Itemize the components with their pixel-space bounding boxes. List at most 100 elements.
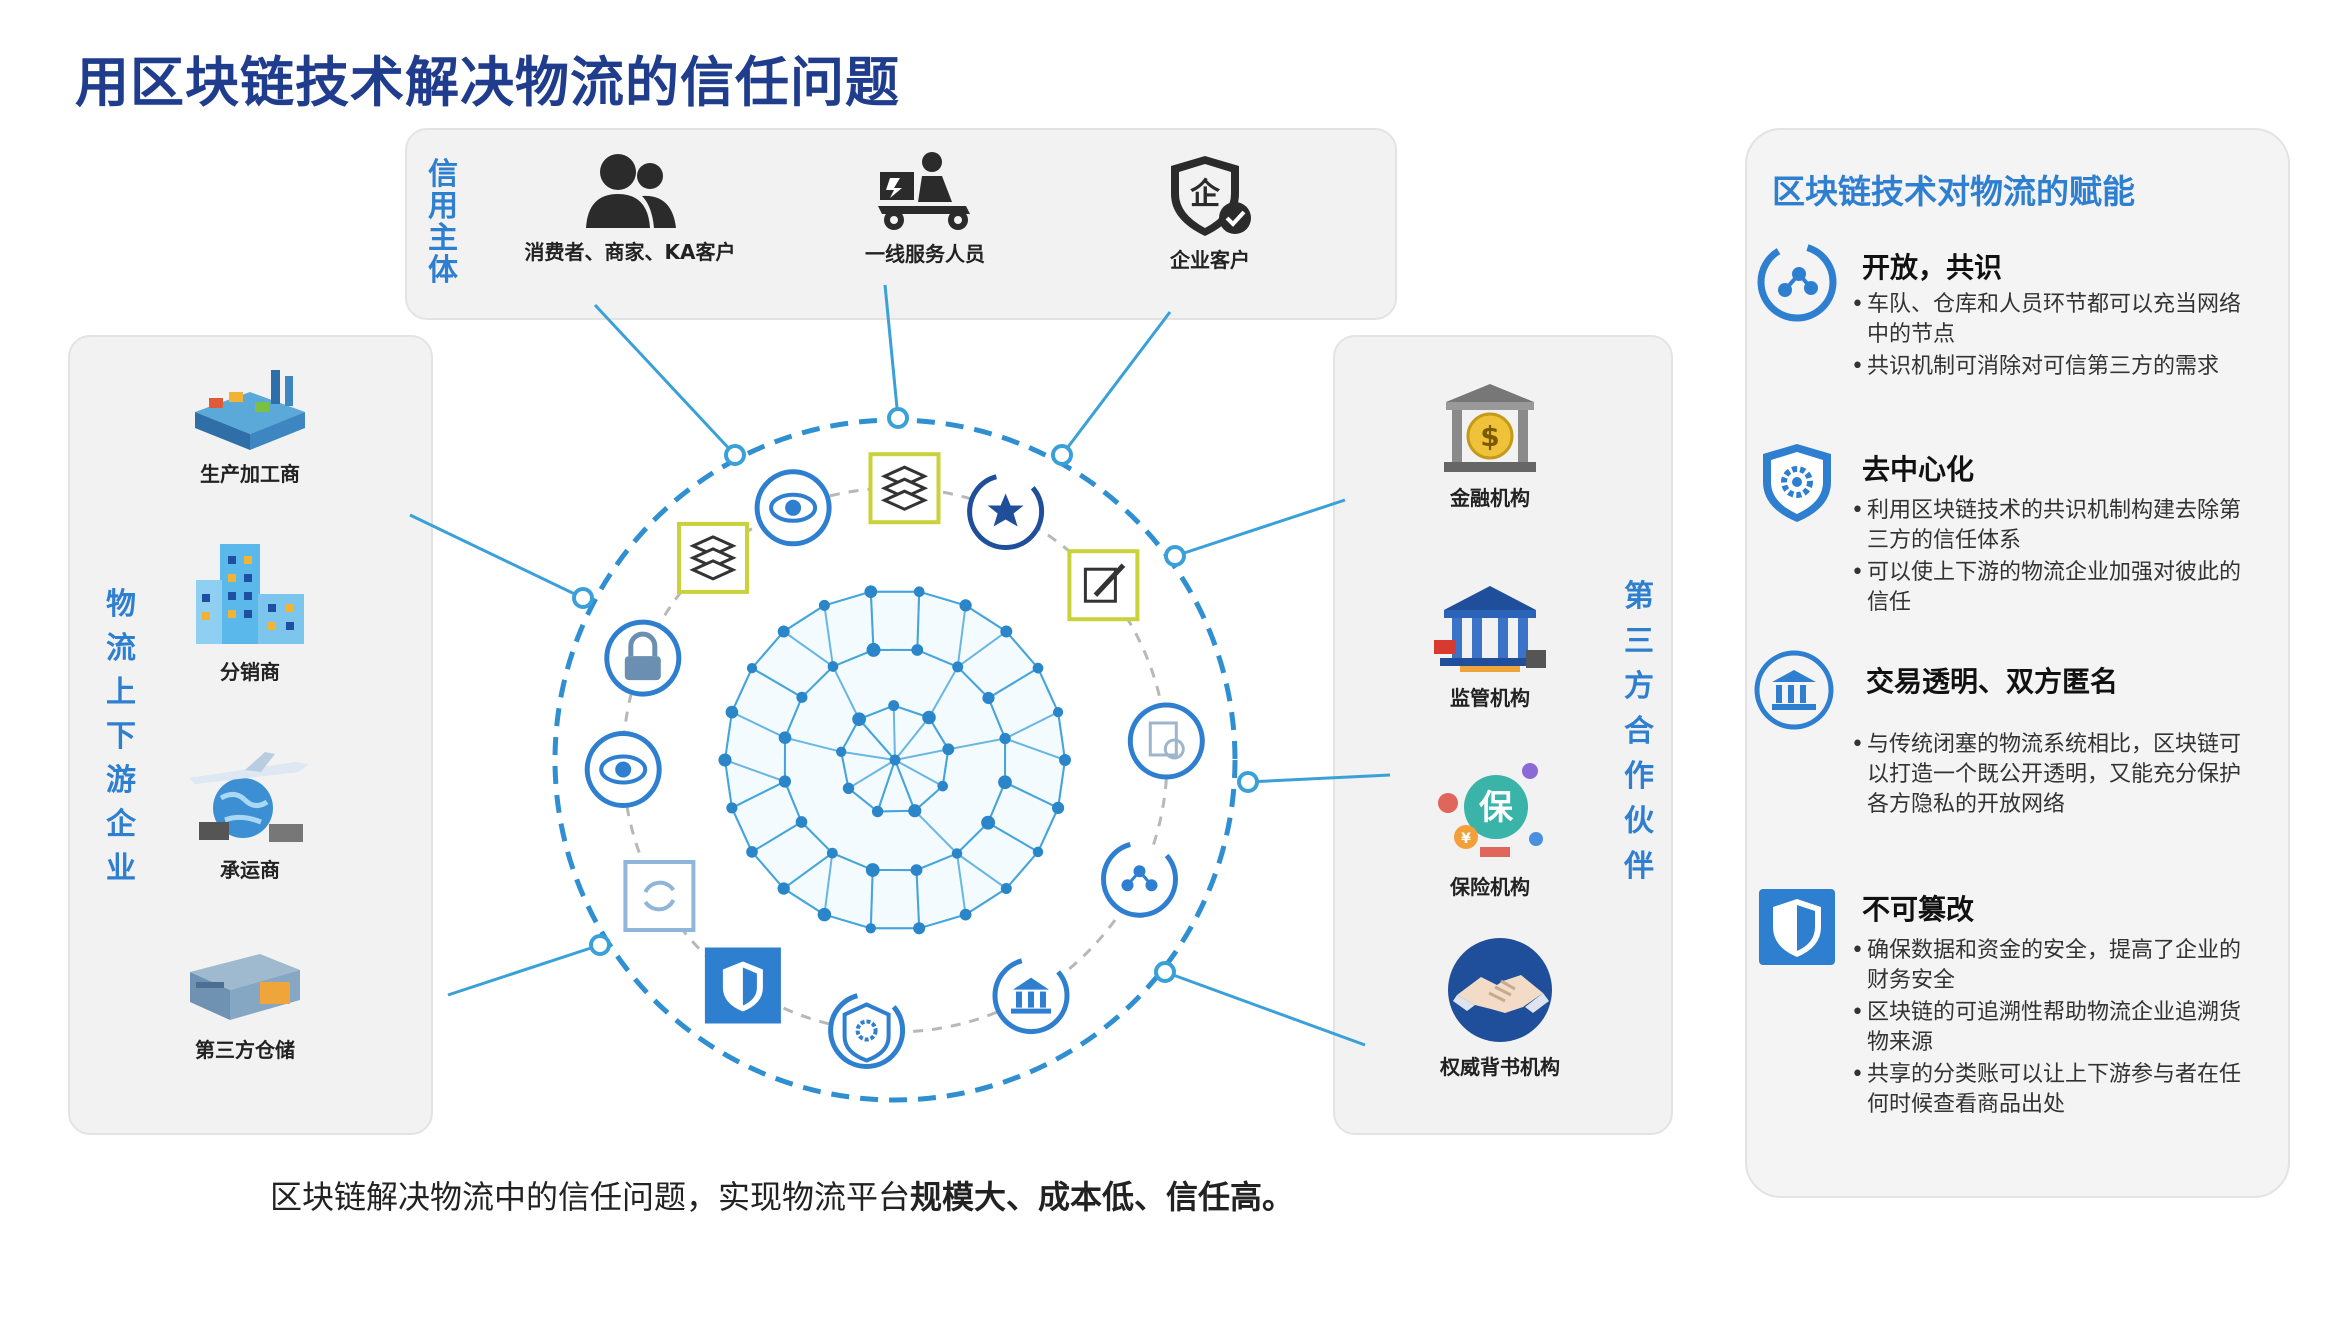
network-node — [908, 804, 922, 818]
connector-dot — [589, 934, 611, 956]
svg-text:$: $ — [1480, 420, 1499, 453]
network-edge — [869, 591, 875, 650]
heading-char: 伴 — [1624, 849, 1654, 884]
layers-icon — [677, 521, 749, 594]
outer-dashed-ring — [552, 417, 1238, 1103]
network-edge — [894, 748, 949, 761]
feature-point: 可以使上下游的物流企业加强对彼此的信任 — [1851, 558, 2260, 618]
network-node — [795, 816, 808, 828]
network-edge — [941, 749, 950, 787]
network-edge — [783, 781, 803, 823]
connector-dot — [887, 407, 909, 429]
network-edge — [751, 667, 803, 699]
icon-glyph — [880, 465, 929, 487]
network-edge — [918, 590, 966, 607]
network-edge — [956, 852, 1007, 890]
network-edge — [1057, 711, 1066, 761]
network-node — [937, 780, 949, 792]
icon-frame — [754, 469, 832, 547]
network-edge — [914, 785, 944, 812]
gear-icon — [828, 992, 906, 1069]
heading-char: 第 — [1624, 579, 1654, 614]
entity-label: 企业客户 — [1170, 248, 1250, 272]
network-node — [826, 847, 838, 859]
entity-label: 权威背书机构 — [1440, 1055, 1560, 1079]
network-node — [1052, 706, 1064, 718]
globe-backdrop — [725, 590, 1065, 930]
heading-char: 业 — [106, 851, 136, 886]
network-edge — [784, 696, 803, 739]
network-edge — [1057, 711, 1066, 761]
network-edge — [987, 781, 1006, 824]
icon-glyph — [628, 631, 658, 657]
network-edge — [928, 716, 950, 750]
network-edge — [1037, 807, 1060, 853]
entity-label: 一线服务人员 — [865, 242, 985, 266]
icon-glyph — [624, 656, 661, 681]
network-edge — [784, 736, 842, 753]
connector-dot — [1237, 771, 1259, 793]
heading-char: 三 — [1624, 624, 1654, 659]
network-node — [982, 691, 995, 705]
network-edge — [928, 666, 959, 718]
network-edge — [824, 913, 872, 930]
partner-financial: $ 金融机构 — [1420, 380, 1560, 511]
network-edge — [965, 887, 1007, 916]
feature-point: 车队、仓库和人员环节都可以充当网络中的节点 — [1851, 290, 2260, 350]
partner-insurance: 保 ¥ 保险机构 — [1420, 755, 1560, 900]
upstream-carrier: 承运商 — [180, 748, 320, 883]
network-edge — [823, 852, 834, 915]
network-node — [922, 710, 936, 725]
network-node — [796, 691, 808, 703]
network-edge — [916, 649, 959, 668]
icon-glyph — [1148, 721, 1178, 757]
network-node — [726, 802, 738, 814]
heading-char: 上 — [106, 675, 136, 710]
heading-char: 方 — [1624, 669, 1654, 704]
network-edge — [956, 666, 990, 699]
feature-points: 确保数据和资金的安全，提高了企业的财务安全 区块链的可追溯性帮助物流企业追溯货物… — [1851, 936, 2260, 1122]
inner-dashed-ring — [621, 486, 1169, 1034]
network-edge — [877, 809, 915, 813]
network-edge — [914, 785, 944, 812]
network-edge — [894, 759, 944, 787]
network-edge — [832, 648, 874, 668]
network-edge — [957, 630, 1007, 668]
heading-char: 体 — [428, 253, 458, 288]
icon-glyph — [842, 1002, 891, 1063]
network-edge — [876, 759, 896, 812]
network-edge — [1057, 759, 1066, 809]
icon-glyph — [643, 880, 676, 893]
icon-glyph — [880, 489, 929, 511]
network-edge — [751, 851, 785, 890]
airplane-globe-icon — [189, 752, 309, 842]
network-node — [777, 625, 790, 638]
network-edge — [918, 913, 966, 930]
icon-frame — [992, 957, 1070, 1035]
heading-char: 物 — [106, 587, 136, 622]
network-edge — [956, 821, 989, 855]
network-edge — [893, 704, 930, 719]
page-title: 用区块链技术解决物流的信任问题 — [75, 51, 900, 114]
building-icon — [196, 544, 304, 644]
icon-glyph — [1016, 991, 1022, 1008]
svg-text:企: 企 — [1190, 177, 1221, 212]
network-edge — [731, 711, 786, 739]
icon-glyph — [1013, 977, 1049, 990]
icon-glyph — [643, 899, 676, 912]
icon-frame — [704, 947, 781, 1024]
network-node — [746, 846, 758, 858]
network-node — [942, 743, 955, 756]
icon-glyph — [1126, 868, 1153, 887]
icon-frame — [584, 731, 662, 808]
network-edge — [1005, 630, 1039, 669]
svg-text:保: 保 — [1479, 788, 1514, 828]
icon-glyph — [785, 499, 802, 516]
connector-line — [593, 303, 737, 457]
icon-glyph — [1028, 991, 1034, 1008]
feature-point: 共享的分类账可以让上下游参与者在任何时候查看商品出处 — [1851, 1060, 2260, 1120]
network-edge — [730, 667, 753, 713]
entity-label: 分销商 — [220, 660, 280, 684]
network-edge — [847, 787, 879, 813]
network-edge — [751, 667, 803, 699]
